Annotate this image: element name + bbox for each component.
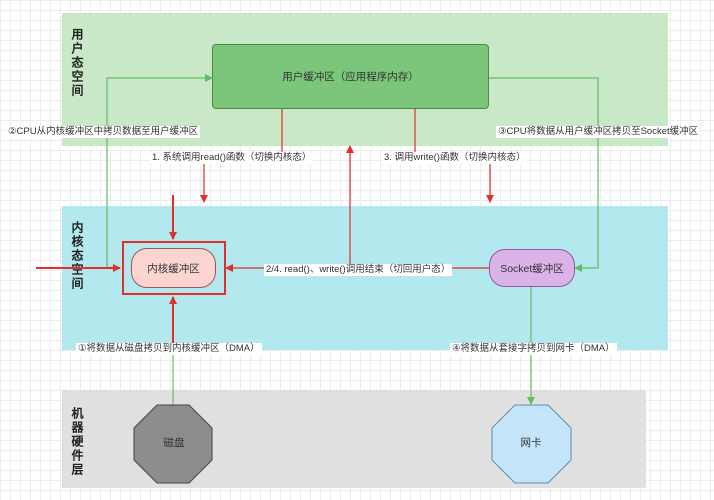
kernel-buffer-node: 内核缓冲区 [131, 248, 216, 288]
label-dma-nic: ④将数据从套接字拷贝到网卡（DMA） [450, 343, 617, 355]
user-buffer-node: 用户缓冲区（应用程序内存） [212, 44, 489, 109]
user-space-label: 用户态空间 [70, 28, 84, 98]
hardware-layer-label: 机器硬件层 [70, 407, 84, 477]
label-cpu-copy-to-socket: ③CPU将数据从用户缓冲区拷贝至Socket缓冲区 [496, 126, 701, 138]
disk-label: 磁盘 [163, 437, 185, 449]
edge-cpu-copy-to-user [106, 74, 213, 268]
nic-shape [491, 404, 572, 484]
label-syscall-write: 3. 调用write()函数（切换内核态） [382, 152, 528, 164]
kernel-buffer-highlight [122, 241, 226, 295]
socket-buffer-node: Socket缓冲区 [489, 249, 575, 287]
edge-cpu-copy-to-socket [489, 77, 599, 272]
nic-label: 网卡 [520, 437, 542, 449]
kernel-space-label: 内核态空间 [70, 221, 84, 291]
disk-shape [133, 404, 213, 484]
label-return-user: 2/4. read()、write()调用结束（切回用户态） [264, 264, 453, 276]
label-dma-disk: ①将数据从磁盘拷贝到内核缓冲区（DMA） [76, 343, 262, 355]
label-syscall-read: 1. 系统调用read()函数（切换内核态） [150, 152, 314, 164]
label-cpu-copy-to-user: ②CPU从内核缓冲区中拷贝数据至用户缓冲区 [6, 126, 201, 138]
